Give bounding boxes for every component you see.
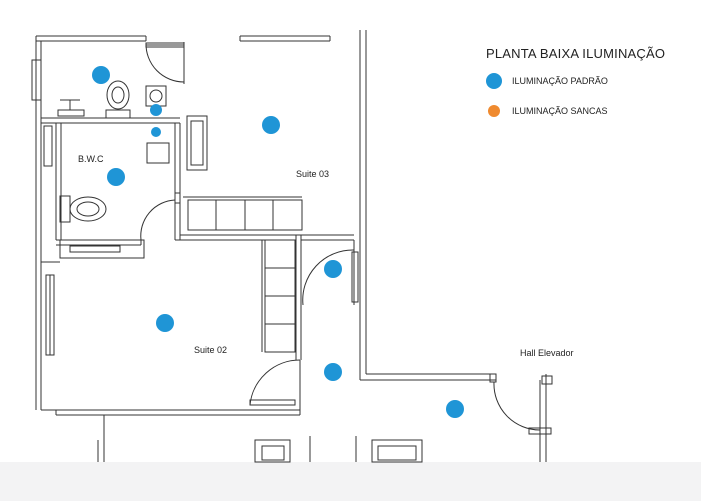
legend-item-standard: ILUMINAÇÃO PADRÃO [486,71,696,91]
light-fixture-icon [150,104,162,116]
light-fixture-icon [151,127,161,137]
cove-light-icon [488,105,500,117]
light-fixture-icon [156,314,174,332]
light-fixture-icon [262,116,280,134]
legend-item-label: ILUMINAÇÃO SANCAS [512,106,608,116]
closet-top [183,196,303,231]
window-top [145,42,185,48]
door-suite-03 [302,240,359,306]
toilet-upper [105,80,131,119]
exterior-wall-left [31,36,55,410]
door-bathroom-top [145,42,185,84]
light-fixture-icon [446,400,464,418]
legend: PLANTA BAIXA ILUMINAÇÃO ILUMINAÇÃO PADRÃ… [486,46,696,121]
hall-wall [359,30,497,383]
bathroom-walls [41,117,296,246]
legend-title: PLANTA BAIXA ILUMINAÇÃO [486,46,666,61]
room-label-suite-03: Suite 03 [296,169,330,179]
room-label-suite-02: Suite 02 [194,345,228,355]
closet-right [261,239,296,353]
light-fixture-icon [92,66,110,84]
door-bathroom-inner [140,192,181,241]
door-suite-02 [249,359,301,406]
faucet-fixture [57,99,85,117]
light-fixture-icon [324,363,342,381]
footer-band [0,462,701,501]
toilet-lower [59,195,107,223]
bathroom-counter [59,239,145,259]
legend-item-cove: ILUMINAÇÃO SANCAS [486,101,696,121]
legend-item-label: ILUMINAÇÃO PADRÃO [512,76,608,86]
furniture-bottom [254,436,423,463]
exterior-wall-top [36,35,331,42]
sink-upper [145,85,167,107]
room-label-bwc: B.W.C [78,154,104,164]
partition-wall [41,234,354,360]
sink-lower [146,142,170,164]
door-hall-elevator [493,374,553,462]
light-fixture-icon [486,73,502,89]
light-fixture-icon [107,168,125,186]
exterior-wall-bottom [41,360,301,462]
light-fixtures [92,66,464,418]
light-fixture-icon [324,260,342,278]
bath-cabinet [186,115,208,171]
room-label-hall-elevator: Hall Elevador [520,348,574,358]
